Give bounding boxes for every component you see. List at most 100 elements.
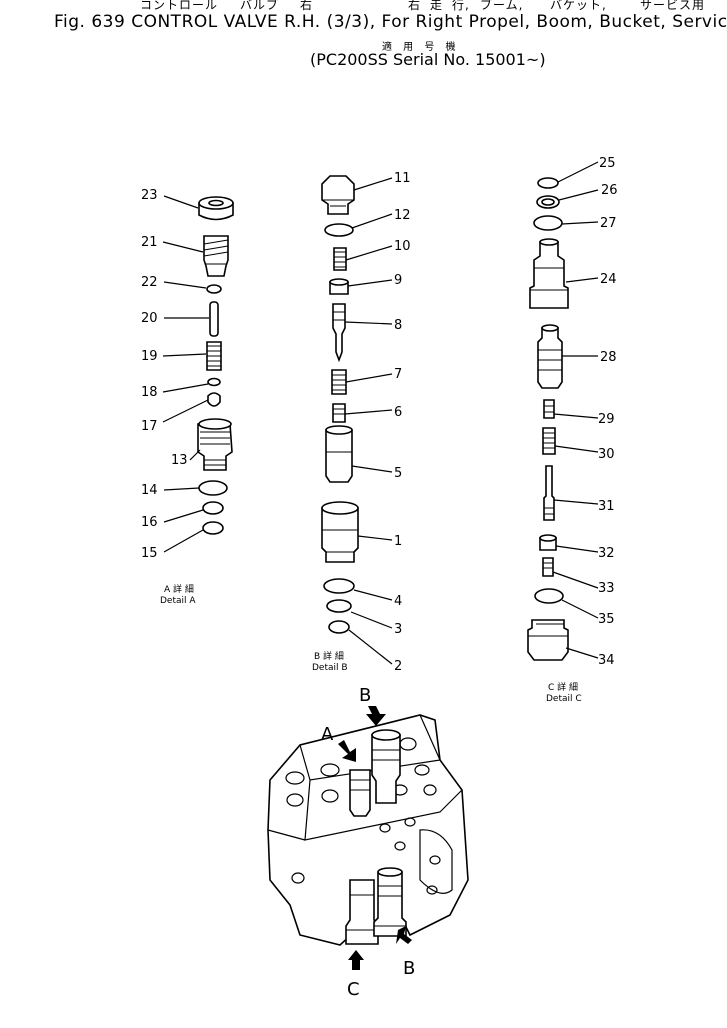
callout-20: 20 [141,311,158,326]
callout-9: 9 [394,273,402,288]
callout-1: 1 [394,534,402,549]
callout-19: 19 [141,349,158,364]
part-23-cap-nut [198,196,234,221]
valve-assembly-view: B A B C [267,685,469,1000]
part-20-pin [209,301,219,337]
jp-title-part: ブーム, [480,0,524,12]
part-4-o-ring [323,578,355,594]
detail-a-group: 23 21 22 20 19 18 17 13 14 16 15 A 詳 細 D… [141,188,234,606]
callout-6: 6 [394,405,402,420]
part-32-seat [539,534,557,551]
serial-range: (PC200SS Serial No. 15001~) [310,50,546,69]
jp-title-part: コントロール [140,0,219,12]
applicability-label: 適 用 号 機 [382,42,460,53]
part-25-o-ring [537,177,559,189]
part-30-spring [542,427,556,455]
callout-25: 25 [599,156,616,171]
callout-8: 8 [394,318,402,333]
jp-title-part: 右 [300,0,314,12]
callout-16: 16 [141,515,158,530]
jp-title-part: 行, [452,0,470,12]
pointer-b-bottom: B [403,958,415,979]
callout-33: 33 [598,581,615,596]
jp-title-part: 走 [430,0,444,12]
part-29-plunger [543,399,555,419]
callout-17: 17 [141,419,158,434]
part-24-valve-body [529,238,569,309]
callout-2: 2 [394,659,402,674]
part-15-backup-ring [202,521,224,535]
part-28-sleeve [537,324,563,389]
part-17-poppet [207,392,221,407]
callout-3: 3 [394,622,402,637]
callout-31: 31 [598,499,615,514]
part-33-spring [542,557,554,577]
callout-7: 7 [394,367,402,382]
part-11-plug [321,175,355,215]
callout-5: 5 [394,466,402,481]
callout-18: 18 [141,385,158,400]
part-2-o-ring [328,620,350,634]
jp-title-part: バケット, [550,0,607,12]
part-18-washer [207,377,221,387]
callout-14: 14 [141,483,158,498]
part-27-o-ring [533,215,563,231]
pointer-a: A [321,724,334,745]
callout-35: 35 [598,612,615,627]
callout-15: 15 [141,546,158,561]
part-26-backup-ring [536,195,560,209]
pointer-c: C [347,979,360,1000]
callout-13: 13 [171,453,188,468]
part-19-spring [206,341,222,371]
detail-c-caption-jp: C 詳 細 [548,681,578,693]
callout-29: 29 [598,412,615,427]
part-31-poppet [543,465,555,521]
detail-a-caption: Detail A [160,596,196,606]
part-3-backup-ring [326,599,352,613]
arrow-b-bottom-icon [396,926,412,944]
callout-22: 22 [141,275,158,290]
part-10-spring [333,247,347,271]
jp-title-part: サービス用 [640,0,706,12]
part-6-plunger [332,403,346,423]
figure-title: Fig. 639 CONTROL VALVE R.H. (3/3), For R… [54,12,727,32]
callout-28: 28 [600,350,617,365]
part-13-valve-body [197,418,233,471]
callout-21: 21 [141,235,158,250]
callout-11: 11 [394,171,411,186]
arrow-a-icon [338,740,356,762]
part-21-plug [203,235,229,277]
callout-10: 10 [394,239,411,254]
part-22-o-ring [206,284,222,294]
arrow-c-icon [348,950,364,970]
detail-b-group: 11 12 10 9 8 7 6 5 1 4 3 2 B 詳 細 Detail … [312,171,411,674]
part-35-o-ring [534,588,564,604]
part-34-plug [527,619,569,661]
detail-a-caption-jp: A 詳 細 [164,583,194,595]
callout-27: 27 [600,216,617,231]
callout-4: 4 [394,594,402,609]
callout-23: 23 [141,188,158,203]
part-12-o-ring [324,223,354,237]
part-14-o-ring [198,480,228,496]
part-8-poppet [332,303,346,363]
part-16-o-ring [202,501,224,515]
pointer-b-top: B [359,685,371,706]
jp-title-part: 右 [408,0,422,12]
detail-b-caption: Detail B [312,663,348,673]
detail-c-caption: Detail C [546,694,582,704]
part-9-poppet-seat [329,278,349,295]
detail-c-group: 25 26 27 24 28 29 30 31 32 33 35 34 C 詳 … [527,156,618,704]
jp-title-part: バルブ [240,0,280,12]
part-7-spring [331,369,347,395]
arrow-b-top-icon [366,706,386,726]
callout-32: 32 [598,546,615,561]
detail-b-caption-jp: B 詳 細 [314,650,344,662]
callout-26: 26 [601,183,618,198]
callout-12: 12 [394,208,411,223]
part-5-sleeve [325,425,353,483]
callout-34: 34 [598,653,615,668]
callout-30: 30 [598,447,615,462]
callout-24: 24 [600,272,617,287]
